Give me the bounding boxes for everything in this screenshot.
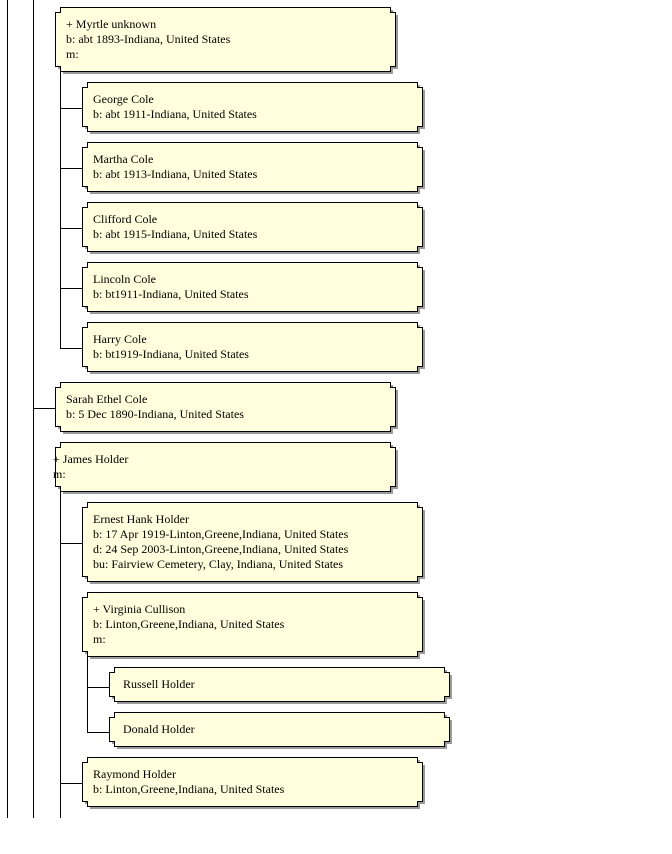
person-name: Ernest Hank Holder: [93, 512, 189, 526]
person-name: Lincoln Cole: [93, 272, 156, 286]
card-border: [55, 442, 396, 492]
person-name: Clifford Cole: [93, 212, 158, 226]
person-card-russell-holder[interactable]: Russell Holder: [109, 667, 452, 704]
tree-connector-line: [33, 408, 60, 409]
card-background: [82, 202, 425, 254]
card-border: [109, 712, 450, 747]
person-name: + James Holder: [53, 452, 129, 466]
card-background: [82, 262, 425, 314]
tree-connector-line: [33, 0, 34, 818]
person-detail-line: m:: [53, 467, 66, 481]
person-detail-line: b: bt1911-Indiana, United States: [93, 287, 249, 301]
card-background: [55, 442, 398, 494]
person-name: Martha Cole: [93, 152, 154, 166]
person-detail-line: b: Linton,Greene,Indiana, United States: [93, 782, 285, 796]
person-name: George Cole: [93, 92, 154, 106]
card-border: [82, 502, 423, 582]
person-detail-line: bu: Fairview Cemetery, Clay, Indiana, Un…: [93, 557, 344, 571]
tree-connector-line: [60, 783, 87, 784]
person-detail-line: b: bt1919-Indiana, United States: [93, 347, 249, 361]
card-background: [82, 757, 425, 809]
tree-connector-line: [60, 72, 61, 348]
card-background: [82, 502, 425, 584]
person-detail-line: m:: [93, 632, 106, 646]
person-name: Raymond Holder: [93, 767, 176, 781]
card-background: [109, 712, 452, 749]
card-border: [82, 82, 423, 132]
card-border: [82, 142, 423, 192]
card-background: [82, 322, 425, 374]
person-detail-line: d: 24 Sep 2003-Linton,Greene,Indiana, Un…: [93, 542, 349, 556]
person-name: + Myrtle unknown: [66, 17, 157, 31]
tree-connector-line: [60, 543, 87, 544]
person-detail-line: b: Linton,Greene,Indiana, United States: [93, 617, 285, 631]
card-background: [82, 142, 425, 194]
tree-connector-line: [60, 168, 87, 169]
card-border: [55, 382, 396, 432]
person-name: + Virginia Cullison: [93, 602, 186, 616]
person-detail-line: b: abt 1913-Indiana, United States: [93, 167, 258, 181]
person-name: Sarah Ethel Cole: [66, 392, 148, 406]
person-card-donald-holder[interactable]: Donald Holder: [109, 712, 452, 749]
card-background: [82, 592, 425, 659]
tree-connector-line: [87, 657, 88, 733]
card-background: [55, 382, 398, 434]
card-border: [109, 667, 450, 702]
tree-connector-line: [60, 108, 87, 109]
tree-connector-line: [87, 732, 114, 733]
person-detail-line: b: 5 Dec 1890-Indiana, United States: [66, 407, 244, 421]
person-name: Harry Cole: [93, 332, 147, 346]
person-name: Donald Holder: [123, 722, 195, 736]
tree-connector-line: [60, 492, 61, 818]
person-detail-line: b: abt 1893-Indiana, United States: [66, 32, 231, 46]
card-border: [55, 7, 396, 72]
tree-connector-line: [60, 348, 87, 349]
card-border: [82, 592, 423, 657]
tree-connector-line: [87, 687, 114, 688]
tree-connector-line: [7, 0, 8, 818]
tree-connector-line: [60, 288, 87, 289]
person-detail-line: b: abt 1911-Indiana, United States: [93, 107, 257, 121]
person-detail-line: m:: [66, 47, 79, 61]
card-border: [82, 757, 423, 807]
person-detail-line: b: 17 Apr 1919-Linton,Greene,Indiana, Un…: [93, 527, 349, 541]
card-background: [55, 7, 398, 74]
card-border: [82, 322, 423, 372]
person-name: Russell Holder: [123, 677, 195, 691]
card-border: [82, 202, 423, 252]
card-background: [109, 667, 452, 704]
card-background: [82, 82, 425, 134]
tree-connector-line: [60, 228, 87, 229]
person-detail-line: b: abt 1915-Indiana, United States: [93, 227, 258, 241]
card-border: [82, 262, 423, 312]
